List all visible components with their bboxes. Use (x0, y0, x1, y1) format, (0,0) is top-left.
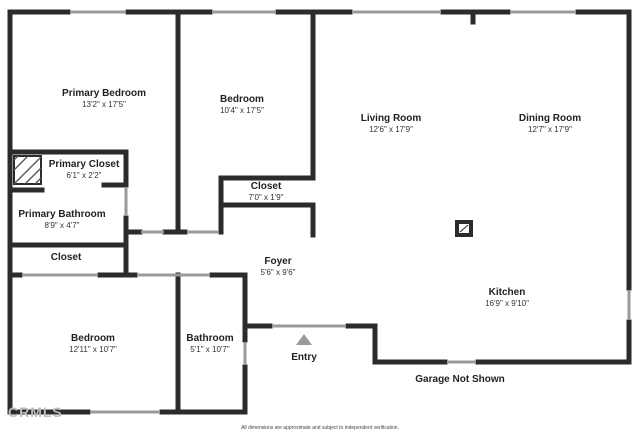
closet-mid-dims: 7'0" x 1'9" (248, 193, 284, 202)
bedroom-top-dims: 10'4" x 17'5" (220, 106, 264, 115)
closet-mid-label: Closet (250, 181, 282, 192)
closet-left-label: Closet (50, 252, 82, 263)
kitchen-label: Kitchen (488, 287, 526, 298)
primary-closet-label: Primary Closet (48, 159, 120, 170)
primary-closet-dims: 6'1" x 2'2" (66, 171, 102, 180)
living-room-label: Living Room (360, 113, 422, 124)
primary-bathroom-label: Primary Bathroom (18, 209, 106, 220)
dining-room-dims: 12'7" x 17'9" (528, 125, 572, 134)
bedroom-bottom-label: Bedroom (71, 333, 115, 344)
primary-bathroom-dims: 8'9" x 4'7" (44, 221, 80, 230)
bedroom-bottom-dims: 12'11" x 10'7" (69, 345, 117, 354)
walls (7, 9, 632, 415)
living-room-dims: 12'6" x 17'9" (369, 125, 413, 134)
entry-arrow-icon (296, 334, 312, 345)
windows (22, 10, 631, 414)
bedroom-top-label: Bedroom (220, 94, 264, 105)
watermark-text: CRMLS (8, 404, 63, 420)
bathroom-dims: 5'1" x 10'7" (190, 345, 230, 354)
primary-bedroom-label: Primary Bedroom (62, 88, 146, 99)
bathroom-label: Bathroom (186, 333, 234, 344)
garage-note: Garage Not Shown (415, 374, 505, 385)
primary-bedroom-dims: 13'2" x 17'5" (82, 100, 126, 109)
foyer-label: Foyer (264, 256, 292, 267)
dining-room-label: Dining Room (518, 113, 582, 124)
foyer-dims: 5'6" x 9'6" (260, 268, 296, 277)
kitchen-dims: 16'9" x 9'10" (485, 299, 529, 308)
footer-disclaimer: All dimensions are approximate and subje… (241, 425, 399, 431)
fireplace-hatch (459, 224, 469, 233)
closet-hatching (13, 155, 42, 185)
entry-label: Entry (291, 352, 317, 363)
